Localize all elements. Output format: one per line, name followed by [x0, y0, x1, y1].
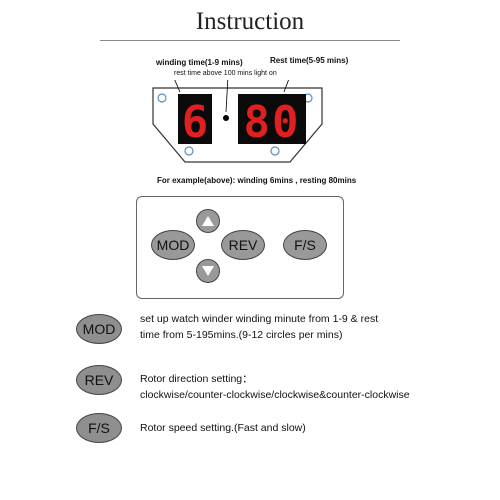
- up-button[interactable]: [196, 209, 220, 233]
- example-caption: For example(above): winding 6mins , rest…: [157, 176, 357, 185]
- arrow-pointer: [225, 80, 229, 113]
- winding-digit: 6: [182, 97, 209, 148]
- light-note-label: rest time above 100 mins light on: [174, 70, 277, 77]
- legend-mod-description: set up watch winder winding minute from …: [140, 311, 378, 343]
- winding-display-window: [178, 94, 212, 144]
- display-panel-diagram: 6 80: [152, 80, 323, 163]
- rest-time-label: Rest time(5-95 mins): [270, 56, 349, 65]
- arrow-pointer: [174, 80, 181, 93]
- keypad-panel: MOD REV F/S: [136, 196, 344, 299]
- mod-button[interactable]: MOD: [151, 230, 195, 260]
- legend-fs-description: Rotor speed setting.(Fast and slow): [140, 420, 306, 436]
- rev-button[interactable]: REV: [221, 230, 265, 260]
- up-triangle-icon: [202, 216, 214, 226]
- legend-rev-line2: clockwise/counter-clockwise/clockwise&co…: [140, 389, 410, 401]
- legend-mod-line1: set up watch winder winding minute from …: [140, 313, 379, 325]
- mount-hole-icon: [270, 146, 280, 156]
- fs-button[interactable]: F/S: [283, 230, 327, 260]
- legend-mod-key: MOD: [76, 314, 122, 344]
- rest-digits: 80: [244, 97, 301, 148]
- indicator-dot: [223, 115, 229, 121]
- winding-time-label: winding time(1-9 mins): [156, 58, 243, 67]
- page-title: Instruction: [195, 8, 305, 35]
- legend-rev-description: Rotor direction setting： clockwise/count…: [140, 371, 410, 403]
- arrow-pointer: [283, 80, 289, 93]
- down-button[interactable]: [196, 259, 220, 283]
- mount-hole-icon: [184, 146, 194, 156]
- down-triangle-icon: [202, 266, 214, 276]
- legend-rev-key: REV: [76, 365, 122, 395]
- legend-mod-line2: time from 5-195mins.(9-12 circles per mi…: [140, 329, 343, 341]
- legend-fs-line1: Rotor speed setting.(Fast and slow): [140, 422, 306, 434]
- title-underline: [100, 40, 400, 41]
- mount-hole-icon: [157, 93, 167, 103]
- rest-display-window: [238, 94, 306, 144]
- legend-rev-line1: Rotor direction setting：: [140, 373, 253, 385]
- legend-fs-key: F/S: [76, 413, 122, 443]
